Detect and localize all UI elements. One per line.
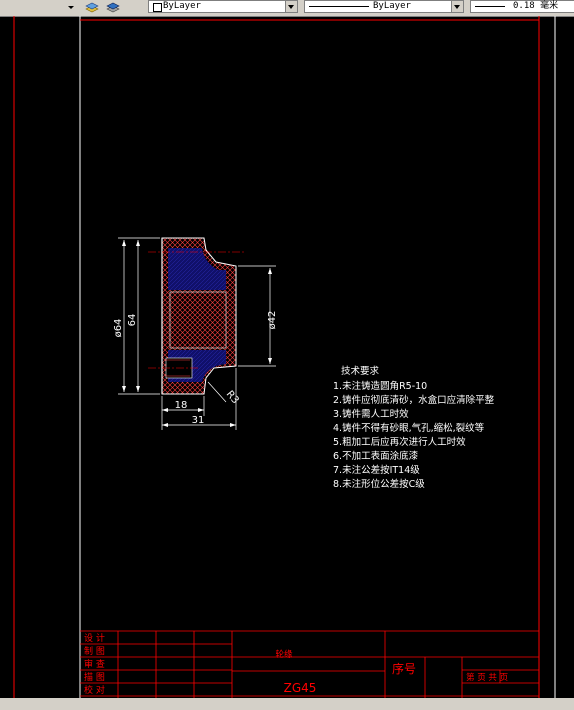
tech-req-item: 5.粗加工后应再次进行人工时效 (333, 436, 466, 448)
drawing-svg: ø64 64 ø42 18 31 R3 技术要求 1.未注铸造圆角R5-10 2… (13, 16, 556, 698)
dim-len18: 18 (175, 400, 188, 411)
tech-req-item: 1.未注铸造圆角R5-10 (333, 380, 427, 392)
technical-requirements: 技术要求 1.未注铸造圆角R5-10 2.铸件应彻底清砂，水盒口应清除平整 3.… (333, 365, 495, 490)
color-value: ByLayer (163, 1, 201, 11)
row-label-trace: 描 图 (84, 671, 105, 683)
linetype-value: ByLayer (373, 1, 411, 11)
tech-req-item: 2.铸件应彻底清砂，水盒口应清除平整 (333, 394, 495, 406)
tech-req-item: 6.不加工表面涂底漆 (333, 450, 419, 462)
centerlines (148, 251, 244, 369)
row-label-design: 设 计 (84, 632, 105, 644)
row-label-check: 校 对 (84, 684, 105, 696)
color-control[interactable]: ByLayer (148, 0, 298, 13)
lineweight-sample (475, 6, 505, 7)
seq-label: 序号 (392, 661, 416, 676)
layer-previous-icon[interactable] (105, 0, 121, 14)
linetype-sample (309, 6, 369, 7)
title-block-text: 设 计 制 图 审 查 描 图 校 对 轮缘 ZG45 序号 第 页 共 页 (84, 632, 508, 696)
material: ZG45 (284, 681, 317, 695)
dim-len31: 31 (192, 415, 205, 426)
row-label-review: 审 查 (84, 658, 105, 670)
tech-req-title: 技术要求 (341, 365, 380, 377)
sheet-info: 第 页 共 页 (466, 672, 508, 683)
layer-icon[interactable] (84, 0, 100, 14)
linetype-dropdown-arrow[interactable] (451, 1, 463, 12)
lineweight-control[interactable]: 0.18 毫米 (470, 0, 574, 13)
tech-req-item: 8.未注形位公差按C级 (333, 478, 425, 490)
white-border (79, 16, 556, 698)
dim-radius: R3 (224, 389, 241, 406)
tech-req-item: 3.铸件需人工时效 (333, 408, 409, 420)
color-swatch (153, 3, 162, 12)
title-block (80, 630, 539, 698)
part-section-view (161, 237, 237, 395)
tech-req-item: 7.未注公差按IT14级 (333, 464, 420, 476)
layer-dropdown-arrow[interactable] (66, 2, 76, 12)
tech-req-item: 4.铸件不得有砂眼,气孔,缩松,裂纹等 (333, 422, 485, 434)
dimension-arrows (122, 240, 272, 427)
dim-len64: 64 (127, 314, 138, 327)
lineweight-value: 0.18 毫米 (513, 1, 559, 11)
color-dropdown-arrow[interactable] (285, 1, 297, 12)
linetype-control[interactable]: ByLayer (304, 0, 464, 13)
drawing-canvas[interactable]: ø64 64 ø42 18 31 R3 技术要求 1.未注铸造圆角R5-10 2… (0, 16, 574, 698)
dim-dia42: ø42 (267, 311, 278, 330)
dim-dia64: ø64 (113, 319, 124, 338)
row-label-drawing: 制 图 (84, 645, 105, 657)
red-frame (13, 16, 540, 698)
status-bar (0, 698, 574, 710)
dimensions (118, 237, 276, 430)
properties-toolbar: ByLayer ByLayer 0.18 毫米 (0, 0, 574, 17)
part-name: 轮缘 (275, 649, 293, 660)
